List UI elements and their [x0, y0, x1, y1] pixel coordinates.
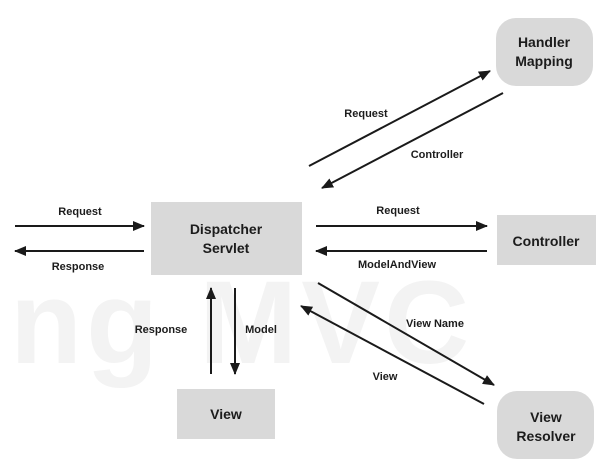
view-label: View	[210, 406, 242, 422]
controller-node: Controller	[497, 215, 596, 265]
handler-request-label: Request	[344, 108, 388, 120]
resolver-viewname-label: View Name	[406, 318, 464, 330]
handler-mapping-label-line-1: Handler	[518, 34, 571, 50]
dispatcher-label-line-1: Dispatcher	[190, 221, 263, 237]
controller-label: Controller	[513, 233, 580, 249]
resolver-viewname-arrow	[317, 282, 495, 386]
dispatcher-label-line-2: Servlet	[203, 240, 250, 256]
resolver-view-arrow	[300, 305, 485, 405]
client-request-label: Request	[58, 206, 102, 218]
dispatcher-servlet-node: Dispatcher Servlet	[151, 202, 302, 275]
handler-mapping-node: Handler Mapping	[496, 18, 593, 86]
handler-mapping-label-line-2: Mapping	[515, 53, 573, 69]
client-response-label: Response	[52, 261, 105, 273]
resolver-view-label: View	[373, 371, 398, 383]
view-resolver-label-line-2: Resolver	[516, 428, 576, 444]
handler-controller-arrow	[321, 92, 504, 189]
view-resolver-node: View Resolver	[497, 391, 594, 459]
view-model-label: Model	[245, 324, 277, 336]
handler-controller-label: Controller	[411, 149, 464, 161]
view-node: View	[177, 389, 275, 439]
view-response-label: Response	[135, 324, 188, 336]
controller-request-label: Request	[376, 205, 420, 217]
view-resolver-label-line-1: View	[530, 409, 562, 425]
handler-request-arrow	[308, 70, 491, 167]
controller-modelandview-label: ModelAndView	[358, 259, 436, 271]
